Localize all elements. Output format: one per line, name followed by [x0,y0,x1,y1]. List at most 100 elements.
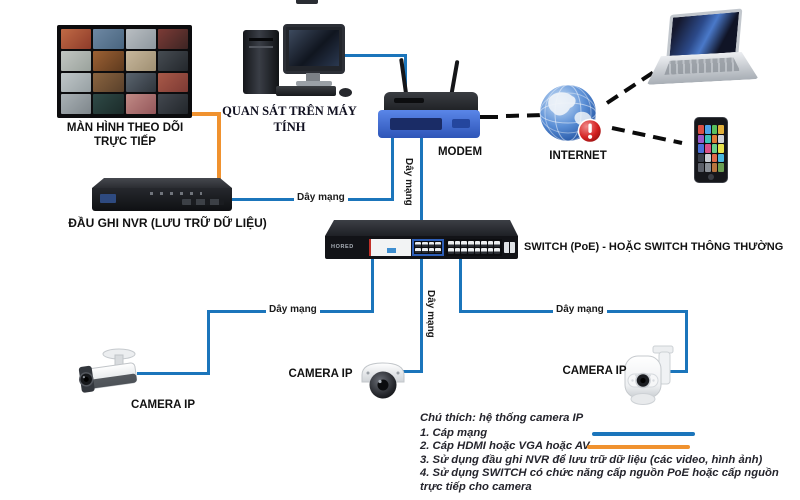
app-icon [718,125,724,134]
camera-feed-thumbnail [93,94,124,114]
desktop-pc [240,20,360,100]
ethernet-port-icon [474,248,481,254]
legend: Chú thích: hệ thống camera IP 1. Cáp mạn… [420,412,792,494]
app-icon [704,144,711,153]
legend-item-text: 2. Cáp HDMI hoặc VGA hoặc AV [420,440,590,452]
modem-label: MODEM [437,146,483,158]
app-icon [698,163,704,172]
cable-nvr-modem-v [391,136,394,201]
pc-label-line1: QUAN SÁT TRÊN MÁY [222,104,357,118]
ethernet-port-icon [454,241,461,247]
ethernet-port-icon [448,248,454,254]
hdmi-cable-swatch [587,445,690,449]
camera-feed-thumbnail [61,29,92,49]
monitor-wall-label-line1: MÀN HÌNH THEO DÕI [66,122,184,134]
cable-switch-cam1-v1 [371,256,374,313]
switch-front-panel: HORED [325,236,518,259]
ethernet-port-icon [481,241,487,247]
cable-switch-cam2-h [397,370,423,373]
cable-label-day-mang: Dây mạng [553,304,607,316]
legend-item: 2. Cáp HDMI hoặc VGA hoặc AV [420,440,792,454]
nvr-recorder [92,178,232,214]
nvr-display [100,194,116,203]
legend-item-text: 1. Cáp mạng [420,426,488,439]
dome-camera [360,360,406,407]
bullet-camera-icon [78,348,138,393]
cable-label-day-mang: Dây mạng [402,155,415,209]
ptz-camera-label: CAMERA IP [562,365,627,377]
cable-switch-cam2-v [420,256,423,373]
ethernet-port-icon [454,248,461,254]
nvr-top-panel [92,178,232,188]
nvr-buttons [182,199,224,205]
monitor-wall [57,25,192,118]
dome-camera-icon [361,362,405,399]
switch-info-panel [369,239,411,256]
app-icon [698,144,704,153]
legend-item: 3. Sử dụng đầu ghi NVR để lưu trữ dữ liệ… [420,454,792,468]
ethernet-port-icon [494,248,500,254]
ethernet-port-icon [467,248,474,254]
app-icon [704,125,711,134]
poe-switch: HORED [325,220,520,262]
ethernet-port-icon [421,248,428,253]
bullet-camera [72,346,144,403]
ptz-camera [615,344,675,413]
phone-screen [698,125,724,172]
sfp-port-icon [504,242,515,253]
switch-brand: HORED [331,244,354,250]
camera-feed-thumbnail [125,94,156,114]
app-icon [711,153,718,163]
ethernet-port-icon [435,248,441,253]
cable-label-day-mang: Dây mạng [424,287,437,341]
ptz-camera-icon [624,345,674,405]
cable-pc-modem-h [345,54,407,57]
app-icon [704,153,711,163]
monitor-wall-label-line2: TRỰC TIẾP [94,136,156,149]
cable-monitor-nvr-h [190,112,221,116]
app-icon [704,163,711,172]
ethernet-port-icon [461,241,467,247]
app-icon [718,144,724,153]
legend-item: 4. Sử dụng SWITCH có chức năng cấp nguồn… [420,467,792,494]
ethernet-port-icon [494,241,500,247]
pc-label-line2: TÍNH [273,119,306,134]
camera-feed-thumbnail [61,94,92,114]
ethernet-port-icon [435,242,441,247]
ethernet-port-icon [467,241,474,247]
cable-label-day-mang: Dây mạng [294,192,348,204]
modem-top-panel [384,92,478,114]
monitor-wall-label: MÀN HÌNH THEO DÕI TRỰC TIẾP [40,121,210,150]
camera-feed-thumbnail [125,72,156,93]
cable-switch-cam1-h2 [137,372,210,375]
camera-feed-thumbnail [157,29,188,49]
nvr-leds [150,192,202,195]
pc-screen [289,30,339,66]
network-cable-swatch [592,431,695,436]
app-icon [718,163,724,172]
camera-feed-thumbnail [61,72,92,93]
keyboard [276,86,336,96]
pc-tower [243,30,279,94]
camera-feed-thumbnail [61,50,92,71]
camera-feed-thumbnail [93,72,124,93]
ethernet-port-icon [461,248,467,254]
ethernet-port-icon [415,248,421,253]
ethernet-port-icon [428,242,435,247]
cable-modem-switch-v [420,136,423,225]
nvr-label: ĐẦU GHI NVR (LƯU TRỮ DỮ LIỆU) [68,216,267,230]
mouse [339,88,352,97]
ethernet-port-icon [415,242,421,247]
app-icon [718,153,724,163]
app-icon [711,125,718,134]
internet-label: INTERNET [549,150,607,162]
switch-label: SWITCH (PoE) - HOẶC SWITCH THÔNG THƯỜNG [524,241,784,253]
cable-label-day-mang: Dây mạng [266,304,320,316]
pc-monitor-stand [306,73,320,82]
legend-title: Chú thích: hệ thống camera IP [420,412,584,424]
ethernet-port-icon [487,248,494,254]
ethernet-port-icon [481,248,487,254]
modem-front-panel [378,110,480,138]
app-icon [704,134,711,144]
laptop [643,8,759,89]
